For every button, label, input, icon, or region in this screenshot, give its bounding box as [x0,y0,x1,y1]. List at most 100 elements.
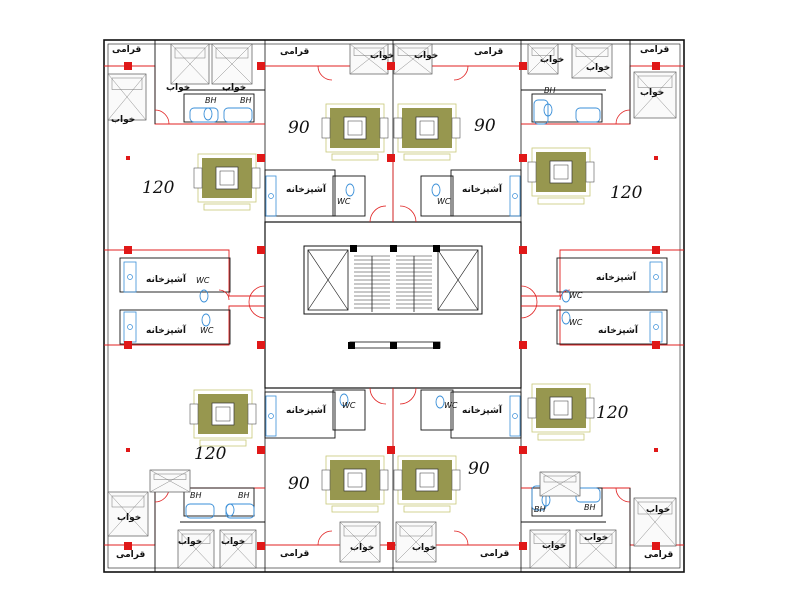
sofa-set [321,103,389,161]
toilet [561,311,571,325]
toilet [339,393,349,407]
kitchen-counter [123,261,137,293]
column [126,448,130,452]
bed [107,73,147,121]
sink [127,274,133,280]
room-label-bedroom: خواب [412,543,436,553]
column [257,62,265,70]
room-label-kitchen: آشپزخانه [462,183,503,195]
coffee-table [343,468,367,492]
column [519,446,527,454]
room-label-bedroom: خواب [111,115,135,125]
column [652,246,660,254]
armchair [527,397,537,419]
bed [219,529,257,569]
armchair [451,117,461,139]
column [257,154,265,162]
bed [395,521,437,563]
armchair [321,469,331,491]
room-label-bath: BH [584,503,596,512]
bed [529,529,571,569]
bed [170,43,210,85]
toilet [345,183,355,197]
armchair [247,403,257,425]
room-label-bath: BH [238,491,250,500]
column [387,542,395,550]
bath-fixtures [123,99,663,519]
unit-area-label: 120 [194,444,227,464]
bathtub [575,107,601,123]
room-label-bedroom: خواب [221,537,245,547]
column [654,156,658,160]
bed [107,491,149,537]
room-label-reception: قرامی [480,549,509,559]
kitchen-counter [509,395,521,437]
outer-wall [103,39,685,573]
bathtub [225,503,255,519]
bed [211,43,253,85]
room-label-wc: WC [437,197,451,206]
column [257,341,265,349]
bathtub [223,107,253,123]
kitchen-counter [265,395,277,437]
unit-area-label: 90 [474,116,496,136]
room-label-wc: WC [342,401,356,410]
column [257,542,265,550]
room-label-bedroom: خواب [542,541,566,551]
column [519,62,527,70]
bathtub [185,503,215,519]
room-label-bedroom: خواب [586,63,610,73]
coffee-table [549,396,573,420]
column [126,156,130,160]
columns [124,62,660,550]
column [124,542,132,550]
sofa-set [393,103,461,161]
armchair [393,117,403,139]
sofa-set [189,389,257,447]
toilet [435,395,445,409]
unit-area-label: 120 [610,183,643,203]
armchair [393,469,403,491]
room-label-kitchen: آشپزخانه [596,271,637,283]
column [124,62,132,70]
stair-core [303,245,483,349]
armchair [585,397,595,419]
room-label-bedroom: خواب [414,51,438,61]
room-label-bath: BH [205,96,217,105]
room-label-wc: WC [444,401,458,410]
armchair [193,167,203,189]
room-label-wc: WC [200,326,214,335]
room-label-kitchen: آشپزخانه [286,404,327,416]
doors [154,65,631,546]
room-label-kitchen: آشپزخانه [146,324,187,336]
column [387,62,395,70]
sofa-set [393,455,461,513]
bed [393,43,433,75]
sofa-set [193,153,261,211]
room-label-reception: قرامی [116,550,145,560]
room-label-reception: قرامی [644,550,673,560]
sink [127,324,133,330]
column [387,446,395,454]
room-label-wc: WC [569,291,583,300]
armchair [585,161,595,183]
sink [268,193,274,199]
room-label-reception: قرامی [280,47,309,57]
toilet [431,183,441,197]
kitchen-counter [649,311,663,343]
bathtub [189,107,219,123]
column [124,341,132,349]
room-label-bedroom: خواب [584,533,608,543]
room-label-wc: WC [569,318,583,327]
room-label-bedroom: خواب [640,88,664,98]
unit-area-label: 90 [288,118,310,138]
kitchen-counter [649,261,663,293]
column [387,154,395,162]
room-label-bedroom: خواب [370,51,394,61]
bathtub [531,485,547,511]
room-label-bath: BH [190,491,202,500]
sink [268,413,274,419]
toilet [199,289,209,303]
armchair [189,403,199,425]
armchair [251,167,261,189]
